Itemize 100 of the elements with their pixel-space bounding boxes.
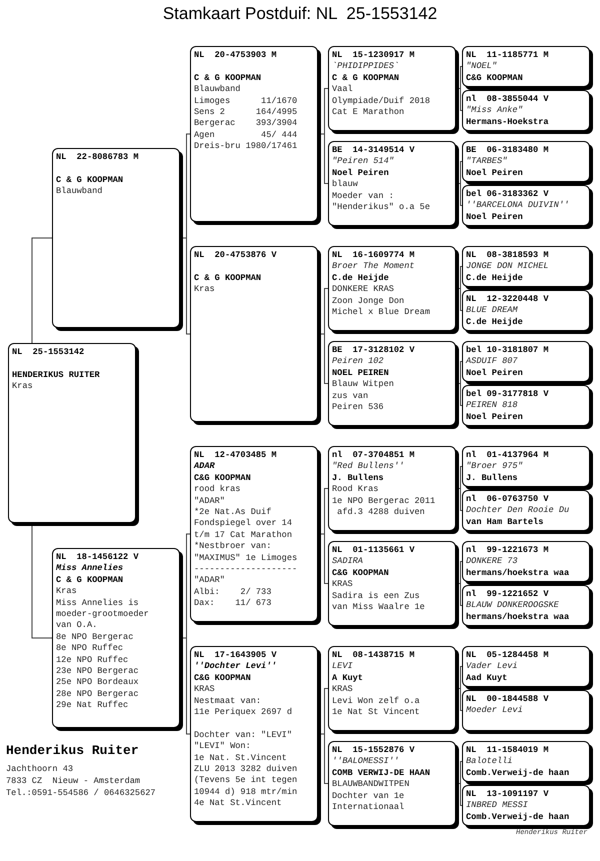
pedigree-note: moeder-grootmoeder <box>56 609 149 620</box>
pedigree-note: Bergerac 393/3904 <box>194 118 298 130</box>
breeder-name: C & G KOOPMAN <box>332 72 400 84</box>
owner-name: Henderikus Ruiter <box>6 745 139 756</box>
pedigree-note: *Nestbroer van: <box>194 541 272 553</box>
breeder-name: hermans/hoekstra waa <box>466 612 570 624</box>
pedigree-note: Moeder van : <box>332 190 394 202</box>
breeder-name: Hermans-Hoekstra <box>466 116 549 128</box>
pedigree-note: Miss Annelies is <box>56 598 139 610</box>
pedigree-card <box>328 46 456 131</box>
pigeon-name: Vader Levi <box>466 661 518 673</box>
pedigree-card <box>462 490 590 531</box>
pedigree-note: Fondspiegel over 14 <box>194 518 292 530</box>
ring-number: BE 06-3183480 M <box>466 145 549 156</box>
ring-number: nl 08-3855044 V <box>466 94 549 106</box>
ring-number: nl 01-4137964 M <box>466 450 549 462</box>
pedigree-note: Olympiade/Duif 2018 <box>332 96 430 108</box>
pedigree-note: Sens 2 164/4995 <box>194 107 298 118</box>
ring-number: NL 11-1584019 M <box>466 745 549 756</box>
breeder-name: A Kuyt <box>332 672 363 684</box>
pedigree-card <box>190 446 318 622</box>
pedigree-note: Dochter van 1e <box>332 790 404 802</box>
pedigree-card <box>462 646 590 687</box>
ring-number: nl 07-3704851 M <box>332 450 415 462</box>
pigeon-name: Balotelli <box>466 756 512 768</box>
pedigree-note: ZLU 2013 3282 duiven <box>194 764 298 776</box>
pedigree-note: "ADAR" <box>194 496 225 508</box>
ring-number: NL 15-1552876 V <box>332 745 415 756</box>
pedigree-note: 1e NPO Bergerac 2011 <box>332 496 436 508</box>
pedigree-note: Sadira is een Zus <box>332 590 420 602</box>
ring-number: NL 20-4753876 V <box>194 250 277 262</box>
pedigree-card <box>328 246 456 331</box>
pedigree-card <box>328 741 456 826</box>
connector-line <box>458 161 462 184</box>
ring-number: NL 25-1553142 <box>12 347 84 358</box>
pedigree-note: van O.A. <box>56 620 98 632</box>
pedigree-card <box>328 541 456 626</box>
page-title: Stamkaart Postduif: NL 25-1553142 <box>162 4 438 24</box>
breeder-name: C&G KOOPMAN <box>332 568 389 580</box>
pedigree-card <box>462 185 590 226</box>
ring-number: BE 14-3149514 V <box>332 145 415 156</box>
pedigree-card <box>190 646 318 822</box>
ring-number: bel 06-3183362 V <box>466 189 549 200</box>
pigeon-name: ''BALOMESSI'' <box>332 756 400 768</box>
pedigree-note: KRAS <box>332 684 353 696</box>
pedigree-note: "MAXIMUS" 1e Limoges <box>194 552 298 564</box>
pedigree-card <box>190 246 318 422</box>
ring-number: bel 09-3177818 V <box>466 389 549 400</box>
pedigree-card <box>462 446 590 487</box>
pedigree-note: van Miss Waalre 1e <box>332 602 425 614</box>
breeder-name: Noel Peiren <box>466 368 523 380</box>
breeder-name: C & G KOOPMAN <box>194 72 262 84</box>
breeder-name: C&G KOOPMAN <box>194 472 251 484</box>
pedigree-note: 10944 d) 918 mtr/min <box>194 786 298 798</box>
pedigree-card <box>190 46 318 222</box>
breeder-name: Noel Peiren <box>466 412 523 424</box>
pedigree-note: 12e NPO Ruffec <box>56 654 128 666</box>
pedigree-note: Michel x Blue Dream <box>332 307 430 318</box>
connector-line <box>458 783 462 806</box>
pedigree-note: BLAUWBANDWITPEN <box>332 779 410 791</box>
connector-line <box>320 734 328 784</box>
pigeon-name: BLAUW DONKEROOGSKE <box>466 600 559 612</box>
pedigree-note: rood kras <box>194 484 240 496</box>
breeder-name: C.de Heijde <box>466 272 523 284</box>
pedigree-card <box>462 585 590 626</box>
pedigree-card <box>328 646 456 731</box>
pedigree-note: Vaal <box>332 84 353 96</box>
pigeon-name: PEIREN 818 <box>466 400 518 412</box>
pigeon-name: LEVI <box>332 661 353 673</box>
pedigree-card <box>462 46 590 87</box>
connector-line <box>458 688 462 711</box>
pedigree-note: 25e NPO Bordeaux <box>56 677 139 689</box>
pedigree-note: DONKERE KRAS <box>332 284 394 296</box>
connector-line <box>32 238 52 344</box>
connector-line <box>182 238 190 334</box>
pedigree-card <box>462 246 590 287</box>
pedigree-note: 1e Nat St Vincent <box>332 707 420 718</box>
pigeon-name: Peiren 102 <box>332 356 384 368</box>
pedigree-note: t/m 17 Cat Marathon <box>194 530 292 542</box>
pigeon-name: "Peiren 514" <box>332 156 394 168</box>
pedigree-note: Levi Won zelf o.a <box>332 696 420 708</box>
pigeon-name: BLUE DREAM <box>466 305 518 317</box>
pedigree-card <box>328 446 456 531</box>
pedigree-note: "LEVI" Won: <box>194 741 251 753</box>
pigeon-name: `PHIDIPPIDES` <box>332 61 400 73</box>
breeder-name: J. Bullens <box>466 472 518 484</box>
pedigree-note: KRAS <box>194 684 215 696</box>
pedigree-card <box>462 690 590 731</box>
breeder-name: J. Bullens <box>332 472 384 484</box>
breeder-name: C & G KOOPMAN <box>194 272 262 284</box>
breeder-name: C&G KOOPMAN <box>466 72 523 84</box>
pedigree-note: Limoges 11/1670 <box>194 96 298 108</box>
pigeon-name: Broer The Moment <box>332 261 415 273</box>
breeder-name: Comb.Verweij-de haan <box>466 812 570 824</box>
breeder-name: hermans/hoekstra waa <box>466 568 570 580</box>
pigeon-name: ASDUIF 807 <box>466 356 518 368</box>
pigeon-name: ''Dochter Levi'' <box>194 661 277 673</box>
ring-number: bel 10-3181807 M <box>466 345 549 356</box>
connector-line <box>458 666 462 689</box>
connector-line <box>320 134 328 184</box>
